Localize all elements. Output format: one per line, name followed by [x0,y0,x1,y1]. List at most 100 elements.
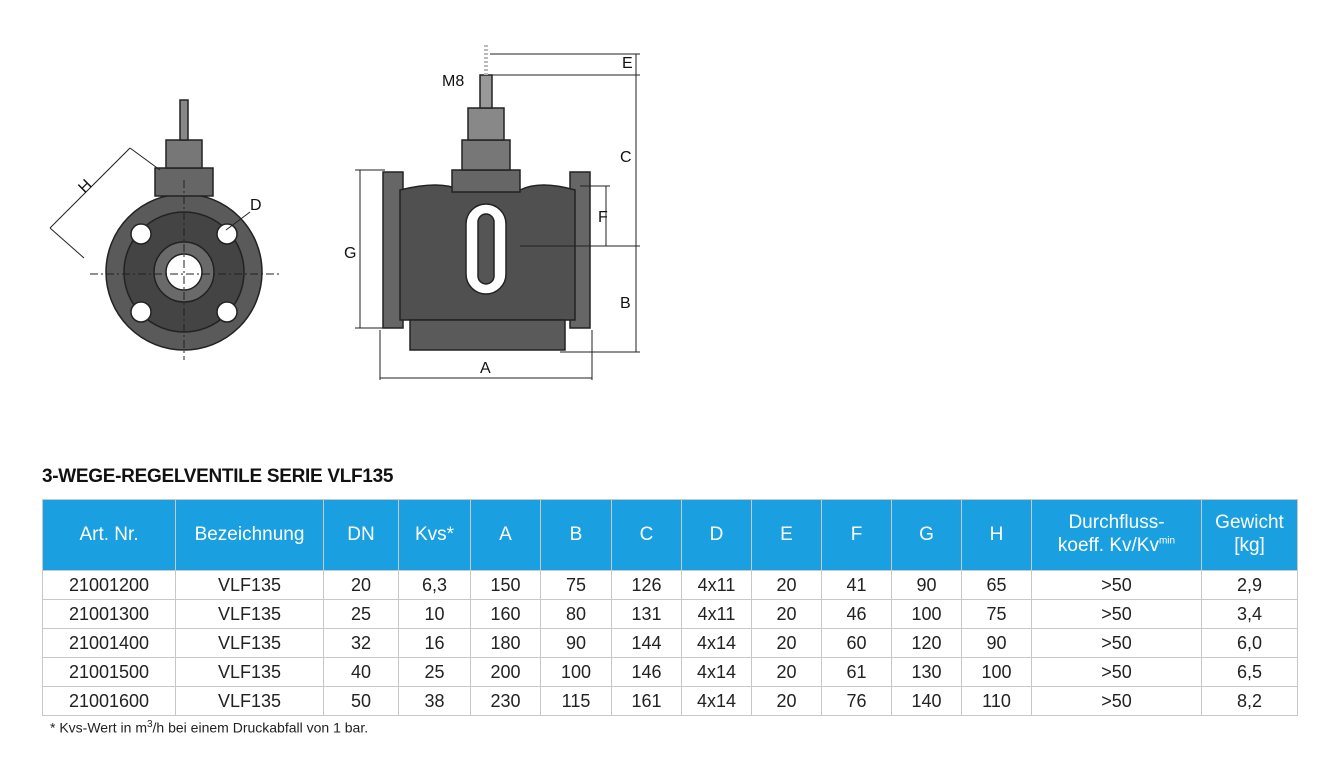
table-cell: 65 [961,570,1032,600]
table-cell: 21001600 [42,686,176,716]
table-cell: 38 [398,686,471,716]
table-cell: 40 [323,657,399,687]
flow-line2: koeff. Kv/Kv [1057,535,1159,556]
table-cell: 8,2 [1201,686,1298,716]
table-cell: 144 [611,628,682,658]
dim-label-a: A [480,360,491,377]
header-d: D [681,499,752,571]
header-f: F [821,499,892,571]
valve-spec-table: Art. Nr. Bezeichnung DN Kvs* A B C D E F… [42,499,1298,716]
footnote-sup: 3 [146,719,153,730]
dim-label-d: D [250,197,262,214]
table-cell: 21001300 [42,599,176,629]
table-cell: 61 [821,657,892,687]
valve-technical-drawing: H D M8 E C F B G A [49,45,640,380]
dim-label-m8: M8 [442,73,464,90]
flow-line1: Durchfluss- [1068,512,1165,534]
table-cell: 21001500 [42,657,176,687]
valve-side-view [49,99,280,360]
footnote: * Kvs-Wert in m3/h bei einem Druckabfall… [50,719,368,736]
table-cell: 20 [751,599,822,629]
header-a: A [470,499,541,571]
table-cell: 100 [540,657,612,687]
table-cell: 6,0 [1201,628,1298,658]
header-e: E [751,499,822,571]
table-cell: >50 [1031,657,1202,687]
header-kvs: Kvs* [398,499,471,571]
table-cell: VLF135 [175,570,324,600]
flow-sup: min [1158,535,1176,547]
footnote-pre: * Kvs-Wert in m [50,719,147,736]
table-cell: 131 [611,599,682,629]
table-cell: 180 [470,628,541,658]
table-cell: 60 [821,628,892,658]
table-cell: 90 [540,628,612,658]
table-cell: 90 [961,628,1032,658]
header-c: C [611,499,682,571]
table-cell: 20 [751,628,822,658]
table-cell: 50 [323,686,399,716]
table-cell: 25 [323,599,399,629]
header-h: H [961,499,1032,571]
table-cell: 20 [751,570,822,600]
valve-front-view [355,45,640,380]
dim-label-c: C [620,149,632,166]
table-cell: 6,5 [1201,657,1298,687]
table-cell: 161 [611,686,682,716]
table-cell: VLF135 [175,599,324,629]
table-cell: 4x11 [681,570,752,600]
table-cell: 160 [470,599,541,629]
table-cell: 20 [751,657,822,687]
table-cell: 16 [398,628,471,658]
table-cell: 80 [540,599,612,629]
table-cell: >50 [1031,599,1202,629]
table-cell: >50 [1031,686,1202,716]
table-cell: 90 [891,570,962,600]
table-cell: 41 [821,570,892,600]
table-cell: 230 [470,686,541,716]
header-weight: Gewicht[kg] [1201,499,1298,571]
header-art-nr: Art. Nr. [42,499,176,571]
header-b: B [540,499,612,571]
table-cell: 32 [323,628,399,658]
table-cell: 20 [323,570,399,600]
table-cell: 21001200 [42,570,176,600]
table-cell: 200 [470,657,541,687]
table-title: 3-WEGE-REGELVENTILE SERIE VLF135 [42,466,394,487]
table-cell: 110 [961,686,1032,716]
table-cell: 150 [470,570,541,600]
table-cell: 4x14 [681,628,752,658]
table-cell: 100 [961,657,1032,687]
table-cell: 115 [540,686,612,716]
header-g: G [891,499,962,571]
table-cell: 20 [751,686,822,716]
table-cell: 25 [398,657,471,687]
weight-line2: [kg] [1234,535,1265,556]
footnote-post: /h bei einem Druckabfall von 1 bar. [152,719,369,736]
table-cell: 4x14 [681,657,752,687]
table-cell: 10 [398,599,471,629]
table-cell: >50 [1031,628,1202,658]
table-cell: 4x14 [681,686,752,716]
table-cell: 130 [891,657,962,687]
table-cell: 4x11 [681,599,752,629]
table-cell: 21001400 [42,628,176,658]
table-cell: 6,3 [398,570,471,600]
weight-line1: Gewicht [1215,512,1284,534]
table-cell: 46 [821,599,892,629]
table-cell: 146 [611,657,682,687]
table-header-row: Art. Nr. Bezeichnung DN Kvs* A B C D E F… [42,499,1298,571]
table-cell: VLF135 [175,628,324,658]
header-flow-coefficient: Durchfluss-koeff. Kv/Kvmin [1031,499,1202,571]
table-cell: 75 [540,570,612,600]
table-cell: 3,4 [1201,599,1298,629]
table-cell: 140 [891,686,962,716]
dim-label-g: G [344,245,356,262]
table-cell: 75 [961,599,1032,629]
table-cell: 120 [891,628,962,658]
